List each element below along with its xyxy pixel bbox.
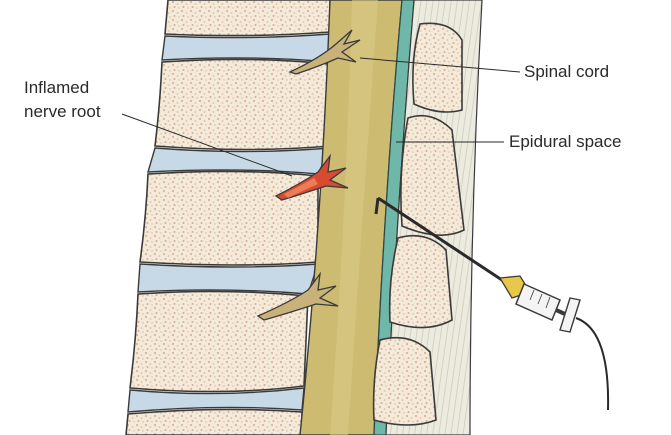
- label-nerve-root: nerve root: [24, 101, 101, 123]
- spinous-process-1: [413, 23, 462, 112]
- disc-3: [138, 264, 318, 294]
- vertebra-2: [140, 171, 318, 265]
- label-inflamed: Inflamed: [24, 77, 89, 99]
- spinous-process-3: [390, 236, 452, 328]
- syringe-barrel: [516, 284, 560, 320]
- syringe-tube: [576, 318, 608, 410]
- vertebra-top: [165, 0, 330, 36]
- needle-tip: [376, 198, 378, 214]
- disc-2: [148, 148, 330, 174]
- spinous-process-4: [374, 338, 436, 425]
- disc-1: [162, 34, 330, 62]
- label-epidural-space: Epidural space: [509, 131, 621, 153]
- label-spinal-cord: Spinal cord: [524, 61, 609, 83]
- vertebral-bodies: [126, 0, 330, 435]
- vertebra-bottom: [126, 409, 302, 435]
